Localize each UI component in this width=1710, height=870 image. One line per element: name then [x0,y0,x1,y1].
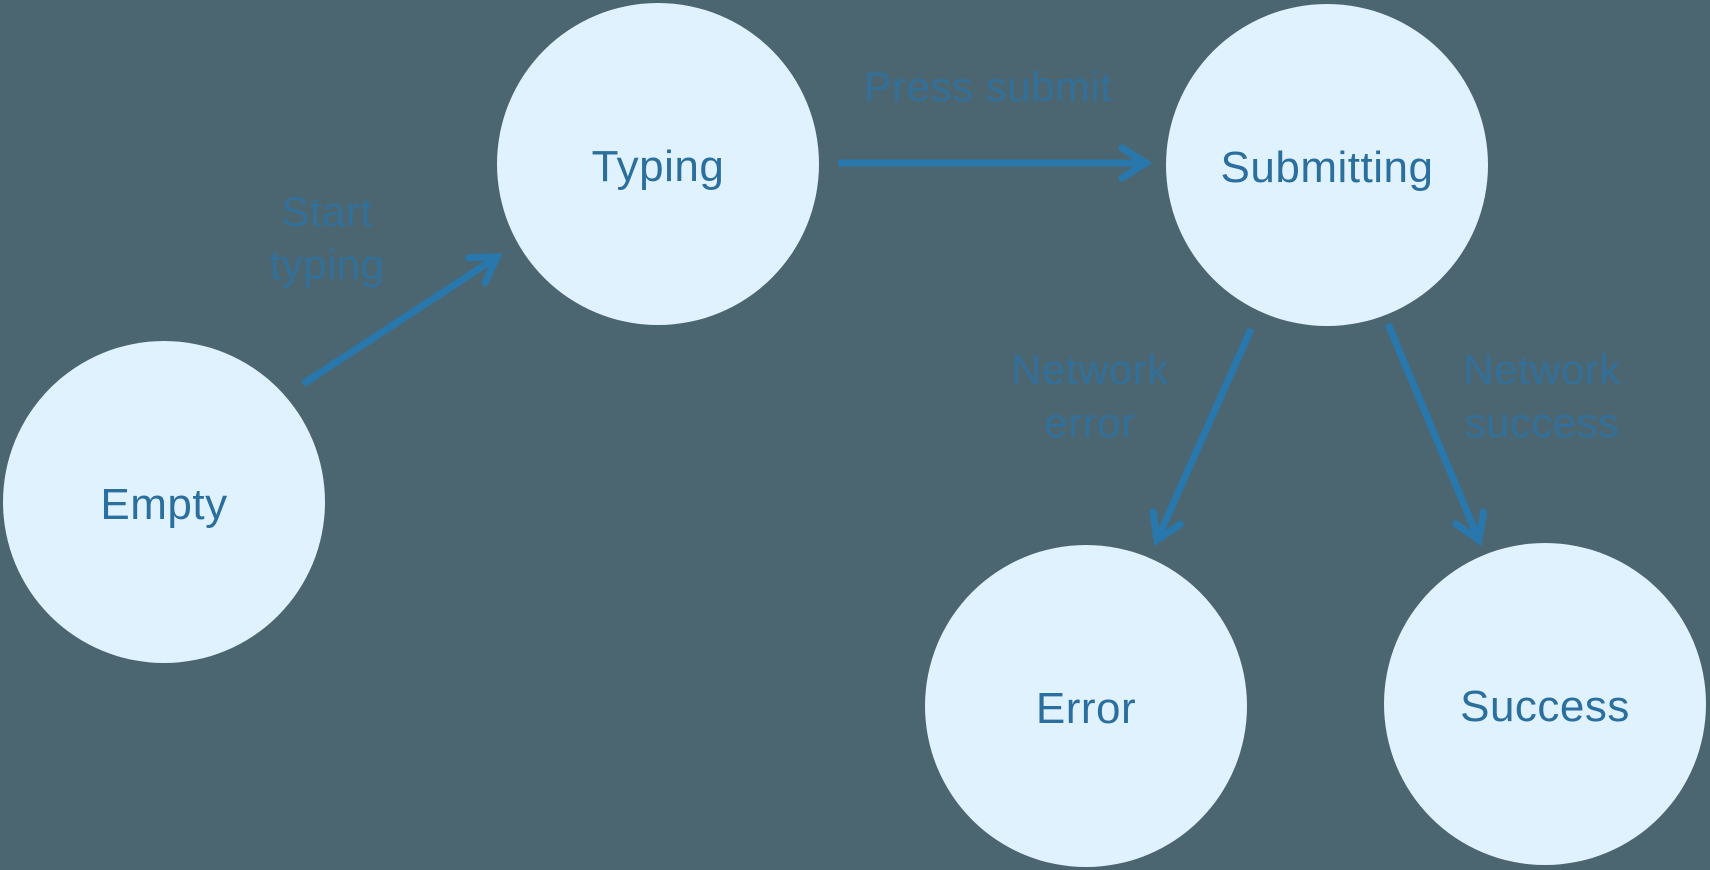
edge-label-network-error: Network error [1011,346,1169,446]
edge-label-network-success: Network success [1463,346,1621,446]
state-node-submitting: Submitting [1166,4,1488,326]
state-node-success: Success [1384,543,1706,865]
state-node-label: Success [1460,682,1630,731]
state-node-label: Empty [100,480,228,529]
state-node-label: Error [1035,684,1137,733]
edge-label-start-typing: Start typing [269,188,385,288]
state-node-error: Error [925,545,1247,867]
edge-label-press-submit: Press submit [863,63,1113,110]
state-node-label: Submitting [1220,143,1434,192]
state-node-typing: Typing [497,3,819,325]
state-node-empty: Empty [3,341,325,663]
state-node-label: Typing [591,142,725,191]
